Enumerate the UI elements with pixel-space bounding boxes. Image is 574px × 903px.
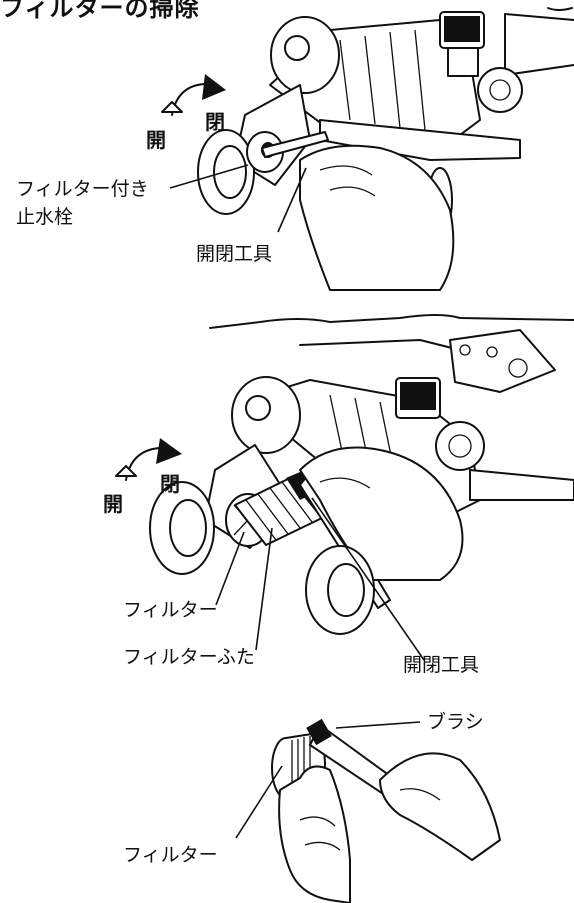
close-label: 閉 [205,110,225,134]
close-label: 閉 [160,472,180,496]
tool-label: 開閉工具 [403,654,480,676]
filter-cap-label: フィルターふた [123,646,255,668]
filter-label: フィルター [123,599,218,621]
page-title: フィルターの掃除 [0,0,200,22]
open-label: 開 [146,128,166,152]
brush-label: ブラシ [427,711,484,733]
tool-label: 開閉工具 [196,243,273,265]
filter-label: フィルター [123,844,218,866]
valve-label-line2: 止水栓 [16,206,74,228]
open-label: 開 [103,492,123,516]
valve-label-line1: フィルター付き [16,178,149,200]
